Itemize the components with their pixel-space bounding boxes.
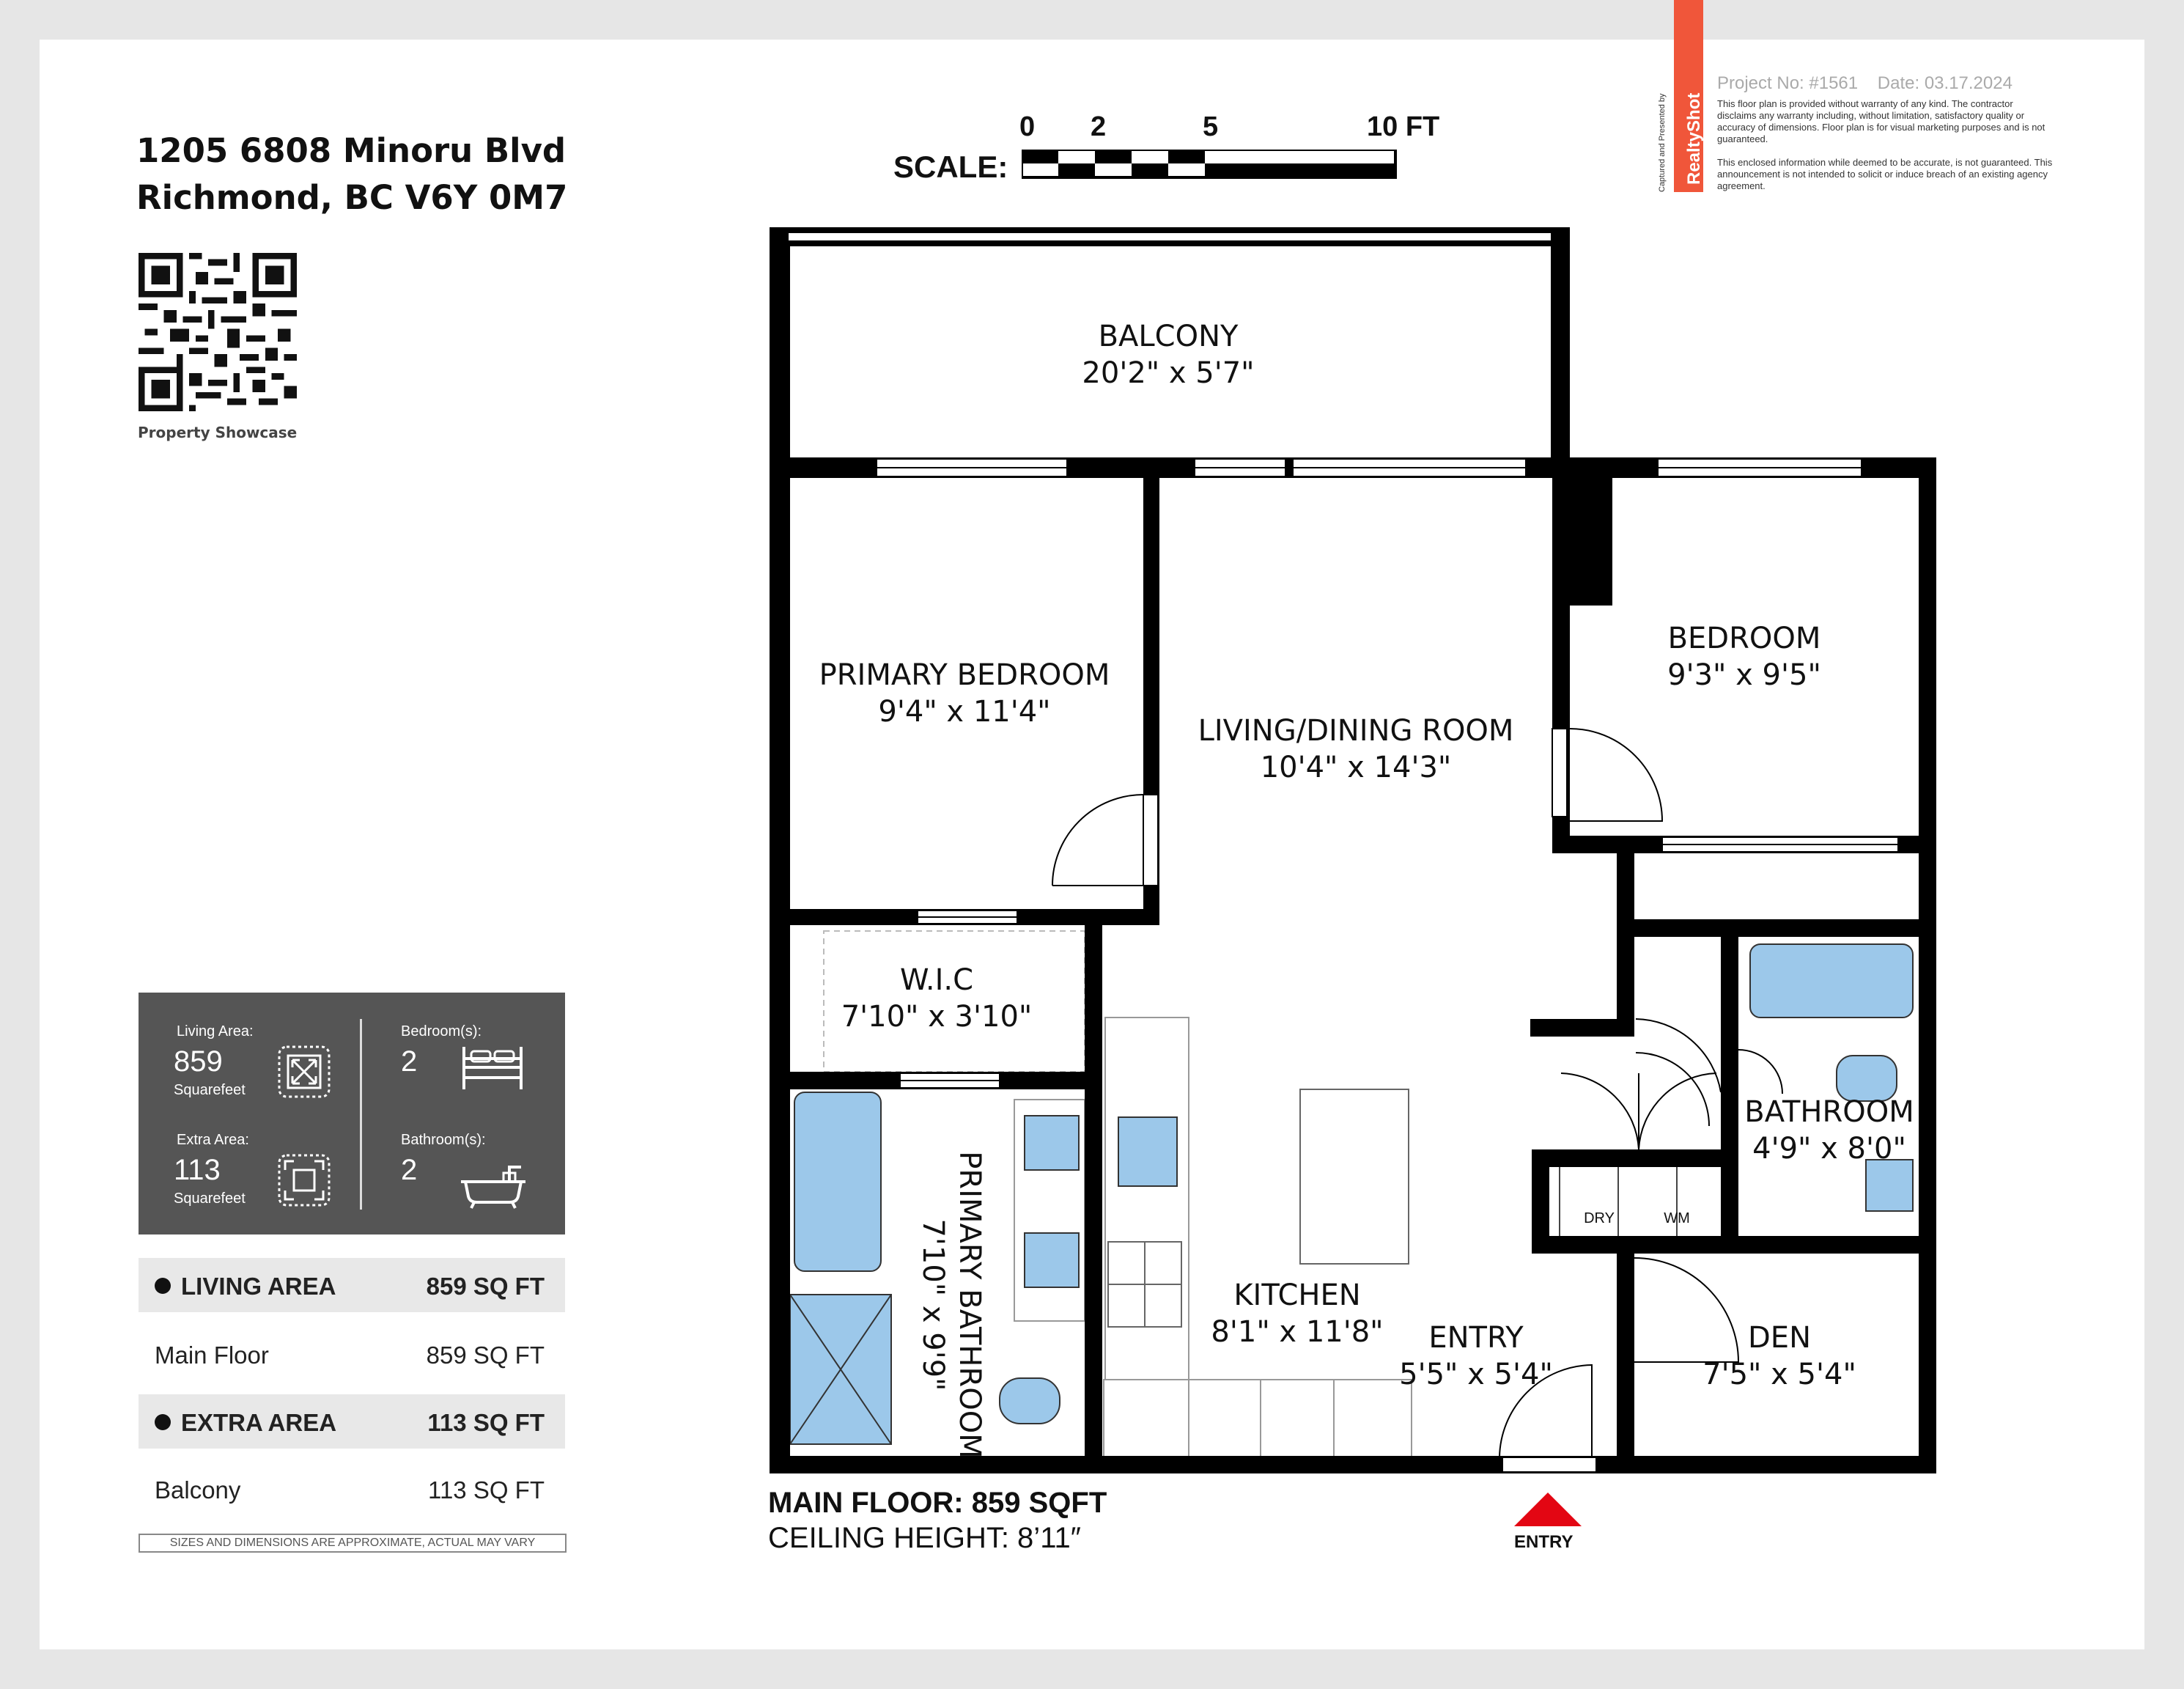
- row-value: 113 SQ FT: [427, 1409, 545, 1436]
- row-label: Balcony: [155, 1476, 241, 1504]
- scale-tick-label: 5: [1203, 111, 1219, 142]
- room-name: ENTRY: [1428, 1321, 1524, 1355]
- main-floor-total: MAIN FLOOR: 859 SQFT: [768, 1487, 1107, 1519]
- project-info: Project No: #1561 Date: 03.17.2024: [1717, 73, 2013, 94]
- living-area-value: 859: [174, 1045, 223, 1078]
- project-number: Project No: #1561: [1717, 73, 1859, 93]
- fixtures: [789, 943, 1914, 1445]
- toilet-primary: [999, 1377, 1060, 1424]
- entry-arrow-icon: [1514, 1493, 1582, 1526]
- row-value: 859 SQ FT: [426, 1342, 545, 1369]
- table-row: Main Floor 859 SQ FT: [139, 1327, 565, 1381]
- room-dimensions: 10'4" x 14'3": [1261, 751, 1452, 784]
- ceiling-height: CEILING HEIGHT: 8’11″: [768, 1522, 1081, 1554]
- room-name: BATHROOM: [1744, 1095, 1914, 1129]
- room-name: BALCONY: [1099, 320, 1239, 353]
- qr-code[interactable]: [139, 253, 297, 411]
- property-address: 1205 6808 Minoru Blvd Richmond, BC V6Y 0…: [136, 128, 567, 221]
- room-name: BEDROOM: [1668, 622, 1821, 655]
- scale-tick-label: 10 FT: [1367, 111, 1440, 142]
- agency-note: This enclosed information while deemed t…: [1717, 157, 2053, 191]
- row-label: Main Floor: [155, 1342, 269, 1369]
- bathrooms-label: Bathroom(s):: [401, 1132, 486, 1148]
- bathtub-icon: [461, 1166, 525, 1209]
- sink-1: [1024, 1115, 1080, 1171]
- bed-icon: [462, 1047, 523, 1089]
- card-divider: [360, 1019, 362, 1210]
- bullet-icon: [155, 1278, 171, 1294]
- room-dimensions: 7'10" x 3'10": [841, 1000, 1033, 1034]
- expand-icon: [278, 1045, 331, 1098]
- living-area-label: Living Area:: [177, 1023, 254, 1039]
- extra-area-unit: Squarefeet: [174, 1191, 246, 1207]
- bedrooms-value: 2: [401, 1045, 418, 1078]
- room-dimensions: 8'1" x 11'8": [1211, 1315, 1383, 1349]
- washer-label: WM: [1664, 1210, 1690, 1226]
- toilet-second: [1836, 1055, 1897, 1102]
- kitchen-sink: [1118, 1116, 1178, 1187]
- room-name: W.I.C: [900, 963, 973, 997]
- sink-second: [1865, 1159, 1914, 1212]
- cabinetry: [823, 930, 1678, 1458]
- room-name: DEN: [1748, 1321, 1811, 1355]
- row-label: EXTRA AREA: [181, 1409, 337, 1436]
- room-dimensions: 7'5" x 5'4": [1702, 1358, 1856, 1391]
- row-label: LIVING AREA: [181, 1273, 336, 1300]
- room-name: KITCHEN: [1233, 1278, 1360, 1312]
- bathtub-second: [1749, 943, 1914, 1018]
- balcony-outline: [770, 227, 1570, 462]
- extra-area-value: 113: [174, 1154, 221, 1186]
- living-area-unit: Squarefeet: [174, 1082, 246, 1098]
- extra-area-label: Extra Area:: [177, 1132, 249, 1148]
- row-value: 859 SQ FT: [426, 1273, 545, 1300]
- project-date: Date: 03.17.2024: [1877, 73, 2013, 93]
- qr-caption: Property Showcase: [138, 424, 298, 441]
- scale-tick-label: 0: [1019, 111, 1036, 142]
- sink-2: [1024, 1232, 1080, 1288]
- dryer-label: DRY: [1584, 1210, 1615, 1226]
- brand-bar: [1674, 0, 1703, 192]
- summary-card: Living Area: 859 Squarefeet Extra Area: …: [139, 993, 565, 1234]
- bedrooms-label: Bedroom(s):: [401, 1023, 482, 1039]
- room-name: LIVING/DINING ROOM: [1198, 714, 1514, 748]
- scale-label: SCALE:: [893, 150, 1008, 184]
- bathtub-primary: [794, 1092, 882, 1272]
- room-dimensions: 9'3" x 9'5": [1667, 658, 1821, 692]
- room-name: PRIMARY BATHROOM: [953, 1151, 986, 1458]
- dimensions-disclaimer: SIZES AND DIMENSIONS ARE APPROXIMATE, AC…: [139, 1534, 567, 1553]
- room-dimensions: 5'5" x 5'4": [1399, 1358, 1553, 1391]
- room-name: PRIMARY BEDROOM: [819, 658, 1110, 692]
- warranty-note: This floor plan is provided without warr…: [1717, 98, 2045, 144]
- bathrooms-value: 2: [401, 1154, 418, 1186]
- room-dimensions: 7'10" x 9'9": [916, 1218, 950, 1391]
- entry-marker-label: ENTRY: [1514, 1532, 1574, 1552]
- area-icon: [278, 1154, 331, 1207]
- bullet-icon: [155, 1414, 171, 1430]
- address-line1: 1205 6808 Minoru Blvd: [136, 131, 567, 170]
- row-value: 113 SQ FT: [428, 1476, 545, 1504]
- scale-tick-label: 2: [1091, 111, 1107, 142]
- room-dimensions: 20'2" x 5'7": [1082, 356, 1254, 390]
- room-dimensions: 9'4" x 11'4": [878, 695, 1050, 729]
- room-dimensions: 4'9" x 8'0": [1752, 1132, 1906, 1166]
- door-swings: [1052, 728, 1783, 1458]
- room-labels: BALCONY 20'2" x 5'7" PRIMARY BEDROOM 9'4…: [819, 320, 1914, 1459]
- address-line2: Richmond, BC V6Y 0M7: [136, 178, 568, 217]
- table-row: LIVING AREA 859 SQ FT: [139, 1258, 565, 1312]
- table-row: EXTRA AREA 113 SQ FT: [139, 1394, 565, 1449]
- scale-bar: [1022, 150, 1397, 179]
- windows: [876, 458, 1899, 1473]
- table-row: Balcony 113 SQ FT: [139, 1462, 565, 1516]
